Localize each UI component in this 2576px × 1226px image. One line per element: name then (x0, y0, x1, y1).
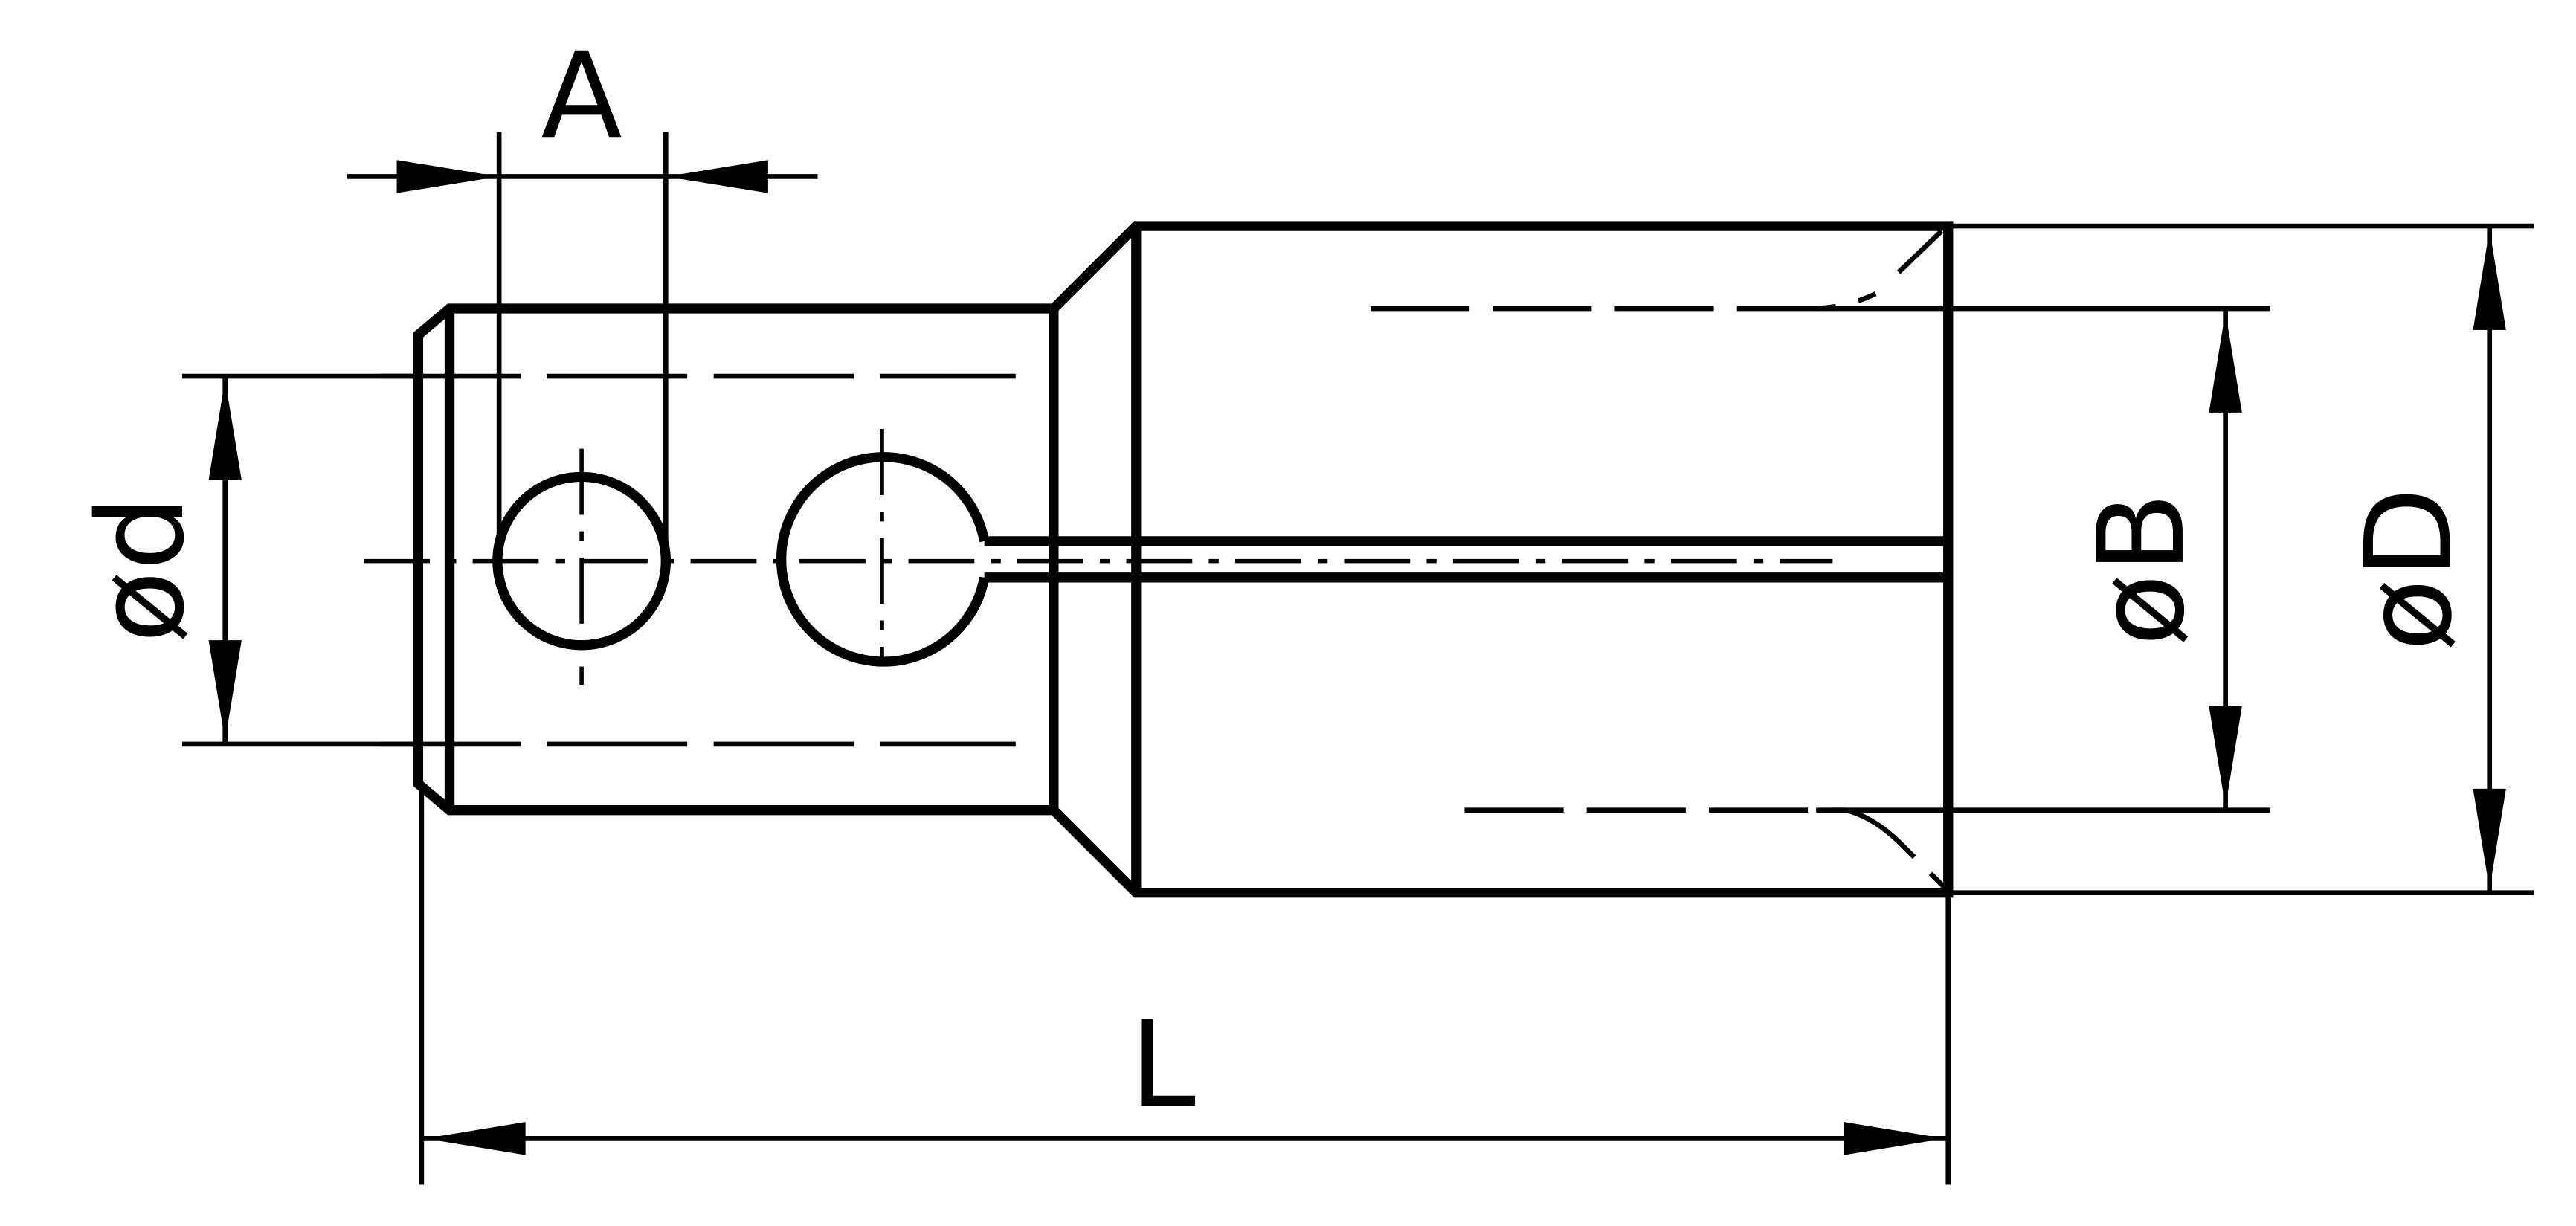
hidden-lines (364, 229, 1947, 890)
label-B: øB (2073, 492, 2211, 646)
dimension-D: øD (1948, 223, 2534, 896)
label-D: øD (2340, 487, 2478, 651)
dimension-d: ød (72, 373, 419, 747)
label-d: ød (72, 495, 210, 643)
dimension-B: øB (1816, 306, 2270, 813)
label-L: L (1130, 996, 1196, 1134)
dimension-A: A (347, 27, 818, 545)
label-A: A (541, 27, 622, 165)
dimension-L: L (419, 784, 1951, 1185)
